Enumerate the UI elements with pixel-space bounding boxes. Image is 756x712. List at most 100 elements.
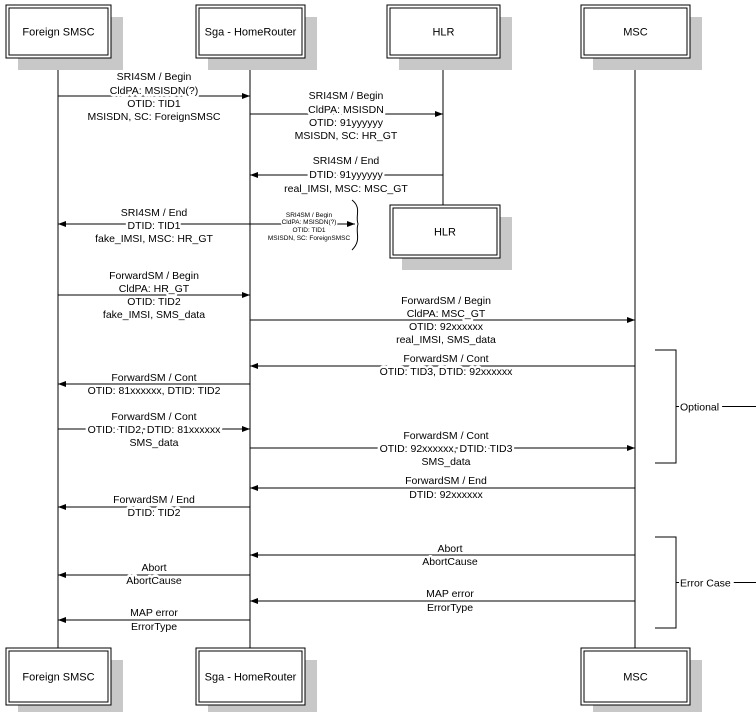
box-outer [5, 647, 112, 706]
box-outer [195, 4, 306, 59]
message-label-line: ForwardSM / Begin [109, 270, 199, 282]
message-label-line: real_IMSI, MSC: MSC_GT [284, 183, 408, 195]
participant-home-router-top: Sga - HomeRouter [195, 4, 317, 70]
message-label-line: real_IMSI, SMS_data [396, 334, 496, 346]
message-label-line: AbortCause [422, 556, 478, 568]
message-label-line: CldPA: MSISDN(?) [282, 219, 337, 226]
participant-home-router-bottom: Sga - HomeRouter [195, 647, 317, 712]
message-label-line: ErrorType [131, 621, 177, 633]
box-outer [580, 4, 691, 59]
message-label-line: CldPA: MSC_GT [407, 308, 486, 320]
message-label-line: ForwardSM / Begin [401, 295, 491, 307]
message-label-line: OTID: 91yyyyyy [309, 117, 384, 129]
box-inner [583, 650, 688, 703]
box-inner [583, 7, 688, 56]
message-label-line: DTID: TID1 [128, 220, 181, 232]
box-outer [386, 4, 501, 59]
message-label-line: DTID: 91yyyyyy [309, 169, 383, 181]
bracket-line [655, 536, 677, 629]
box-outer [580, 647, 691, 706]
participant-msc-top-label: MSC [623, 27, 648, 39]
box-inner [8, 650, 109, 703]
message-label-line: SMS_data [129, 437, 178, 449]
message-label-line: SRI4SM / Begin [117, 71, 192, 83]
message-label-line: SRI4SM / Begin [286, 212, 333, 219]
curly-brace-icon [351, 199, 359, 251]
participant-hlr-end: HLR [389, 204, 512, 270]
message-label-line: ForwardSM / Cont [403, 430, 488, 442]
participant-msc-bottom-label: MSC [623, 672, 648, 684]
bracket-optional: Optional [655, 349, 756, 464]
message-label-line: Abort [141, 562, 166, 574]
participant-msc-top: MSC [580, 4, 702, 70]
message-label-line: CldPA: MSISDN(?) [110, 85, 199, 97]
box-outer [389, 204, 501, 259]
message-label-line: OTID: TID3, DTID: 92xxxxxx [380, 366, 514, 378]
message-label-line: DTID: TID2 [128, 507, 181, 519]
box-outer [5, 4, 112, 59]
bracket-error-case: Error Case [655, 536, 756, 629]
box-outer [195, 647, 306, 706]
message-label-line: ForwardSM / Cont [111, 372, 196, 384]
participant-home-router-bottom-label: Sga - HomeRouter [205, 672, 297, 684]
message-label-line: CldPA: MSISDN [308, 104, 384, 116]
message-label-line: MAP error [426, 588, 474, 600]
bracket-label: Optional [680, 402, 719, 414]
participant-hlr-top: HLR [386, 4, 512, 70]
box-inner [392, 207, 498, 256]
message-label-line: OTID: 92xxxxxx, DTID: TID3 [380, 443, 513, 455]
message-label-line: SMS_data [421, 456, 470, 468]
box-inner [8, 7, 109, 56]
message-label-line: Abort [437, 543, 462, 555]
message-label-line: ForwardSM / Cont [111, 411, 196, 423]
message-label-line: ForwardSM / End [113, 494, 195, 506]
participant-home-router-top-label: Sga - HomeRouter [205, 27, 297, 39]
message-label-line: AbortCause [126, 575, 182, 587]
message-label-line: MSISDN, SC: HR_GT [295, 130, 398, 142]
message-label-line: MAP error [130, 607, 178, 619]
message-label-line: OTID: TID2 [127, 296, 181, 308]
message-label-line: ForwardSM / Cont [403, 353, 488, 365]
box-inner [198, 7, 303, 56]
participant-hlr-top-label: HLR [432, 27, 454, 39]
box-inner [198, 650, 303, 703]
message-label-line: OTID: TID1 [127, 98, 181, 110]
message-label-line: MSISDN, SC: ForeignSMSC [87, 111, 220, 123]
bracket-line [655, 349, 677, 464]
participant-foreign-smsc-bottom: Foreign SMSC [5, 647, 123, 712]
message-label-line: OTID: TID1 [292, 227, 325, 234]
message-label-line: fake_IMSI, SMS_data [103, 309, 205, 321]
message-label-line: OTID: 92xxxxxx [409, 321, 484, 333]
message-label-line: CldPA: HR_GT [119, 283, 190, 295]
participant-foreign-smsc-bottom-label: Foreign SMSC [22, 672, 94, 684]
message-label-line: SRI4SM / Begin [309, 90, 384, 102]
message-label-line: SRI4SM / End [313, 155, 380, 167]
participant-foreign-smsc-top-label: Foreign SMSC [22, 27, 94, 39]
message-label-line: fake_IMSI, MSC: HR_GT [95, 233, 213, 245]
message-label-line: DTID: 92xxxxxx [409, 489, 483, 501]
participant-msc-bottom: MSC [580, 647, 702, 712]
message-label-line: SRI4SM / End [121, 207, 188, 219]
message-label-line: OTID: TID2, DTID: 81xxxxxx [88, 424, 222, 436]
message-label-line: MSISDN, SC: ForeignSMSC [268, 235, 351, 242]
message-label-line: OTID: 81xxxxxx, DTID: TID2 [88, 385, 221, 397]
participant-foreign-smsc-top: Foreign SMSC [5, 4, 123, 70]
